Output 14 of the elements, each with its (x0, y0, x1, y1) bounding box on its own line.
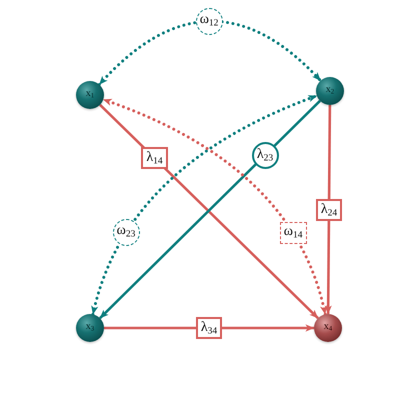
sphere-node: x$_{3}$ (76, 314, 104, 342)
edge-label: ω$_{12}$ (196, 8, 223, 35)
edge-label: λ$_{24}$ (316, 198, 342, 220)
edge-label: λ$_{14}$ (141, 147, 168, 170)
edge-label: λ$_{34}$ (196, 317, 222, 339)
arrow (324, 105, 332, 314)
arrow (104, 324, 314, 332)
sphere-node: x$_{4}$ (314, 314, 342, 342)
sphere-node: x$_{1}$ (76, 81, 104, 109)
double-arrow (98, 20, 322, 86)
edge-label: λ$_{23}$ (252, 142, 279, 169)
sphere-node: x$_{2}$ (316, 77, 344, 105)
edge-label: ω$_{14}$ (280, 222, 307, 244)
edge-label: ω$_{23}$ (112, 219, 140, 246)
